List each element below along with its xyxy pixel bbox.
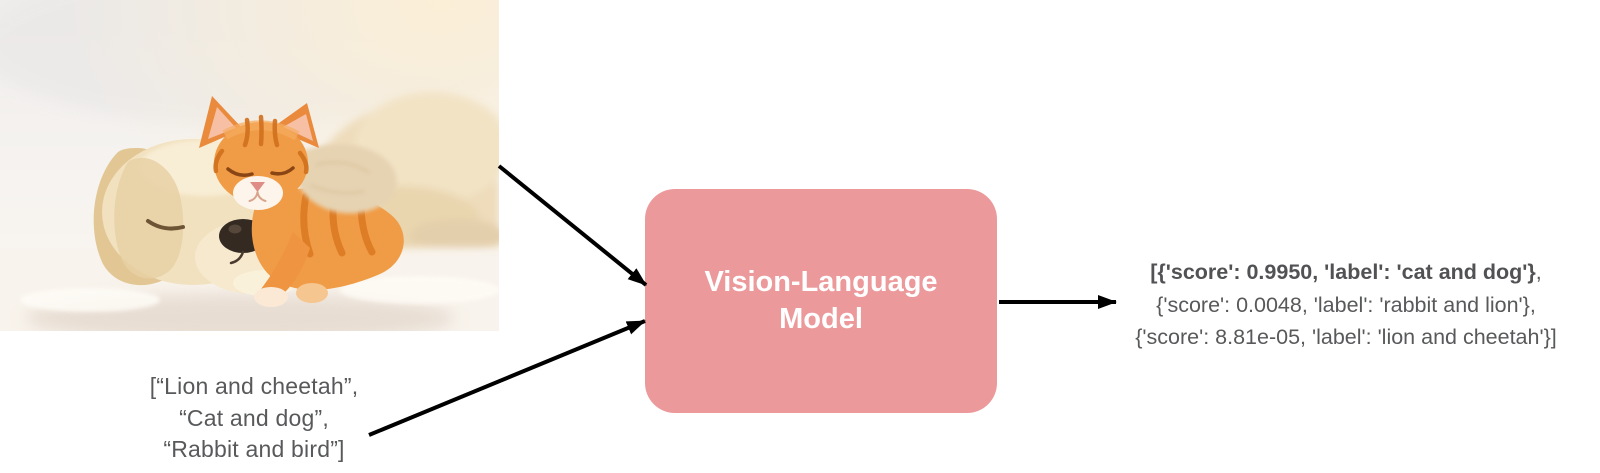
candidate-labels-text: [“Lion and cheetah”, “Cat and dog”, “Rab… [96, 371, 412, 466]
output-text: [{'score': 0.9950, 'label': 'cat and dog… [1086, 256, 1600, 354]
input-image [0, 0, 499, 331]
kitten-head [199, 96, 319, 210]
output-line-2: {'score': 0.0048, 'label': 'rabbit and l… [1156, 292, 1536, 317]
candidate-label-line: “Rabbit and bird”] [163, 436, 345, 462]
candidate-label-line: “Cat and dog”, [179, 404, 329, 431]
output-line-3: {'score': 8.81e-05, 'label': 'lion and c… [1135, 325, 1557, 349]
kitten-body [251, 188, 404, 307]
output-line-1: [{'score': 0.9950, 'label': 'cat and dog… [1086, 256, 1600, 289]
output-line-1-comma: , [1535, 260, 1542, 284]
model-label: Vision-Language Model [704, 266, 938, 335]
puppy-ear-drape [296, 144, 397, 214]
vision-language-model-box: Vision-Language Model [645, 189, 997, 413]
arrow-image-to-model [497, 164, 648, 287]
output-line-1-top-score: [{'score': 0.9950, 'label': 'cat and dog… [1150, 260, 1536, 284]
candidate-label-line: [“Lion and cheetah”, [149, 373, 359, 399]
puppy-kitten-illustration [0, 0, 499, 331]
